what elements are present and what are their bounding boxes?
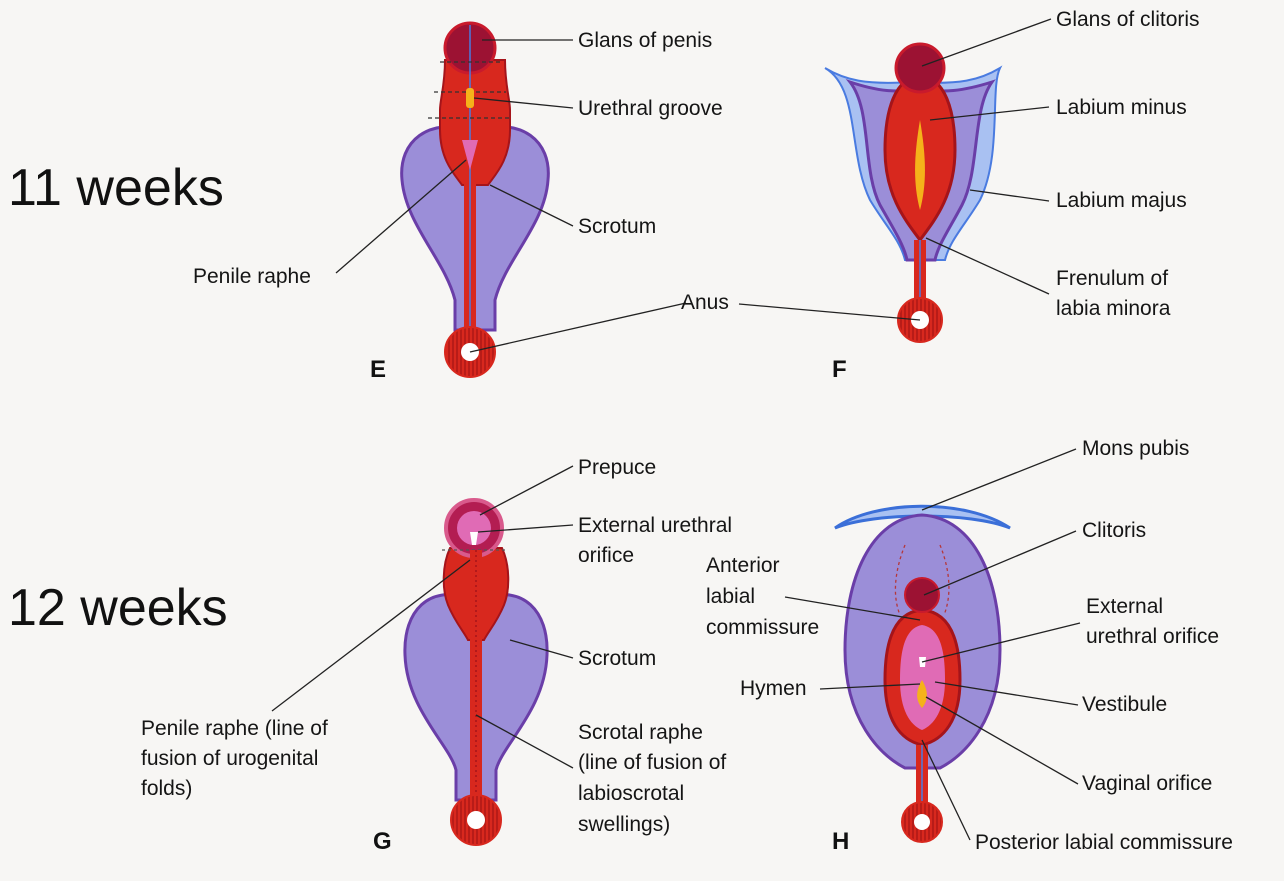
urethral-groove-e bbox=[466, 88, 474, 108]
label-scrotum-e: Scrotum bbox=[578, 214, 656, 240]
label-hymen: Hymen bbox=[740, 676, 807, 702]
label-posterior-commissure: Posterior labial commissure bbox=[975, 830, 1233, 856]
panel-h-drawing bbox=[835, 506, 1010, 842]
label-ext-urethral-h-1: External bbox=[1086, 594, 1163, 620]
label-glans-of-clitoris: Glans of clitoris bbox=[1056, 7, 1200, 33]
label-penile-raphe-g-2: fusion of urogenital bbox=[141, 746, 318, 772]
panel-letter-f: F bbox=[832, 356, 847, 384]
label-penile-raphe-e: Penile raphe bbox=[193, 264, 311, 290]
panel-g-drawing bbox=[405, 500, 547, 845]
label-scrotal-raphe-4: swellings) bbox=[578, 812, 670, 838]
label-penile-raphe-g-1: Penile raphe (line of bbox=[141, 716, 328, 742]
label-scrotal-raphe-1: Scrotal raphe bbox=[578, 720, 703, 746]
label-frenulum-line-2: labia minora bbox=[1056, 296, 1170, 322]
week-12-title: 12 weeks bbox=[8, 582, 228, 634]
glans-clitoris-f bbox=[896, 44, 944, 92]
label-anterior-3: commissure bbox=[706, 615, 819, 641]
label-anus: Anus bbox=[681, 290, 729, 316]
panel-letter-e: E bbox=[370, 356, 386, 384]
label-urethral-groove: Urethral groove bbox=[578, 96, 723, 122]
week-11-title: 11 weeks bbox=[8, 162, 224, 214]
label-glans-of-penis: Glans of penis bbox=[578, 28, 712, 54]
label-labium-minus: Labium minus bbox=[1056, 95, 1187, 121]
label-penile-raphe-g-3: folds) bbox=[141, 776, 192, 802]
label-prepuce: Prepuce bbox=[578, 455, 656, 481]
label-scrotum-g: Scrotum bbox=[578, 646, 656, 672]
panel-letter-h: H bbox=[832, 828, 849, 856]
label-clitoris: Clitoris bbox=[1082, 518, 1146, 544]
label-labium-majus: Labium majus bbox=[1056, 188, 1187, 214]
label-frenulum-line-1: Frenulum of bbox=[1056, 266, 1168, 292]
label-scrotal-raphe-3: labioscrotal bbox=[578, 781, 684, 807]
panel-letter-g: G bbox=[373, 828, 392, 856]
label-anterior-1: Anterior bbox=[706, 553, 780, 579]
label-vaginal-orifice: Vaginal orifice bbox=[1082, 771, 1212, 797]
clitoris-h bbox=[905, 578, 939, 612]
label-ext-urethral-h-2: urethral orifice bbox=[1086, 624, 1219, 650]
label-ext-urethral-g-1: External urethral bbox=[578, 513, 732, 539]
label-mons-pubis: Mons pubis bbox=[1082, 436, 1189, 462]
label-anterior-2: labial bbox=[706, 584, 755, 610]
label-ext-urethral-g-2: orifice bbox=[578, 543, 634, 569]
panel-e-drawing bbox=[402, 23, 549, 377]
label-vestibule: Vestibule bbox=[1082, 692, 1167, 718]
panel-f-drawing bbox=[825, 44, 1000, 342]
label-scrotal-raphe-2: (line of fusion of bbox=[578, 750, 726, 776]
